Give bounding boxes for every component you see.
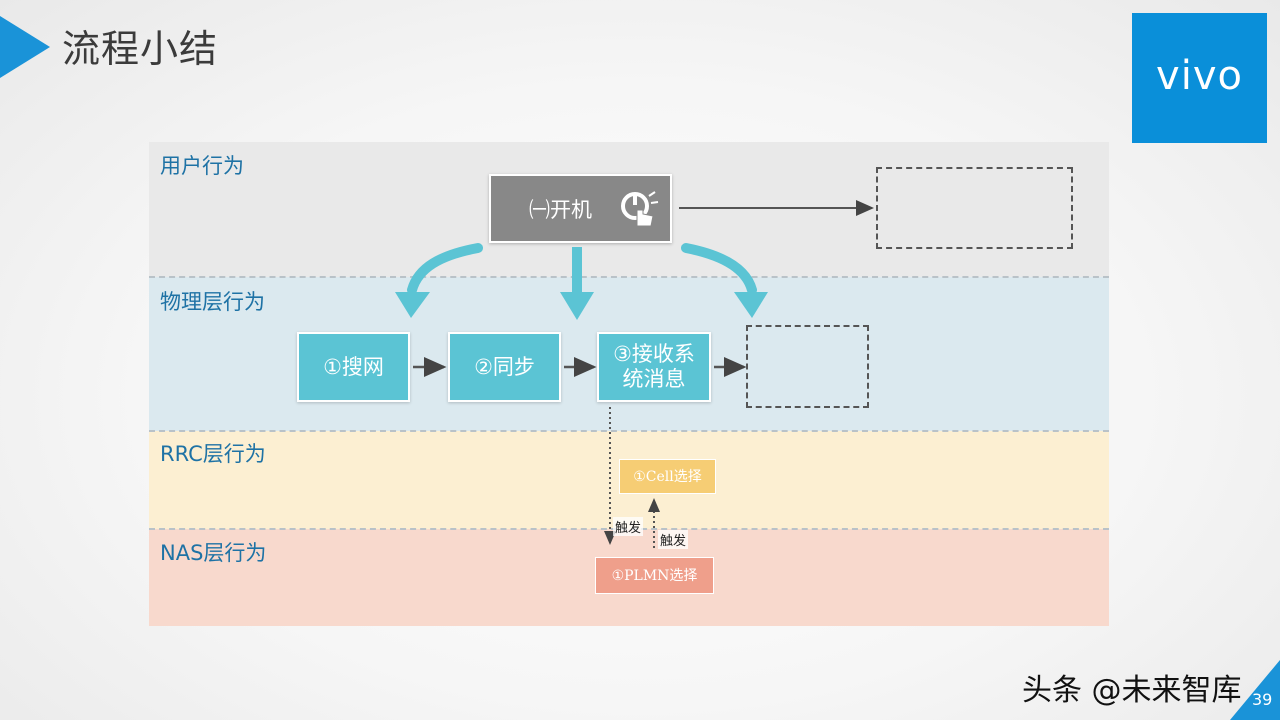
band-separator (149, 430, 1109, 432)
phy-step-sysinfo-label: ③接收系统消息 (613, 342, 695, 391)
curve-arrow-left (407, 243, 483, 295)
rrc-cell-selection: ①Cell选择 (619, 459, 716, 494)
band-separator (149, 276, 1109, 278)
nas-plmn-selection: ①PLMN选择 (595, 557, 714, 594)
watermark-text: 头条 @未来智库 (1022, 673, 1242, 708)
phy-step-sysinfo: ③接收系统消息 (597, 332, 711, 402)
phy-next-placeholder (746, 325, 869, 408)
page-number: 39 (1252, 690, 1273, 709)
phy-step-search-label: ①搜网 (323, 354, 384, 379)
logo-text: vivo (1156, 53, 1243, 99)
slide-title: 流程小结 (62, 27, 219, 71)
power-on-node: ㈠开机 (489, 174, 672, 243)
band-label-user: 用户行为 (160, 154, 244, 178)
nas-plmn-selection-label: ①PLMN选择 (611, 567, 698, 584)
title-arrow-icon (0, 16, 50, 78)
trigger-up-label: 触发 (658, 530, 689, 549)
corner-decoration (1230, 660, 1280, 720)
vivo-logo: vivo (1132, 13, 1267, 143)
power-on-label: ㈠开机 (529, 197, 592, 222)
phy-step-sync-label: ②同步 (474, 354, 535, 379)
user-next-placeholder (876, 167, 1073, 249)
curve-arrow-right-head (734, 292, 768, 318)
band-label-physical: 物理层行为 (160, 290, 265, 314)
phy-step-search: ①搜网 (297, 332, 410, 402)
curve-arrow-left-head (395, 292, 430, 318)
trigger-down-label: 触发 (613, 517, 644, 536)
band-label-nas: NAS层行为 (160, 541, 267, 565)
rrc-cell-selection-label: ①Cell选择 (633, 468, 702, 485)
phy-step-sync: ②同步 (448, 332, 561, 402)
curve-arrow-right (681, 243, 757, 295)
power-touch-icon (621, 191, 659, 227)
band-label-rrc: RRC层行为 (160, 442, 266, 466)
straight-arrow-mid-head (560, 292, 594, 320)
